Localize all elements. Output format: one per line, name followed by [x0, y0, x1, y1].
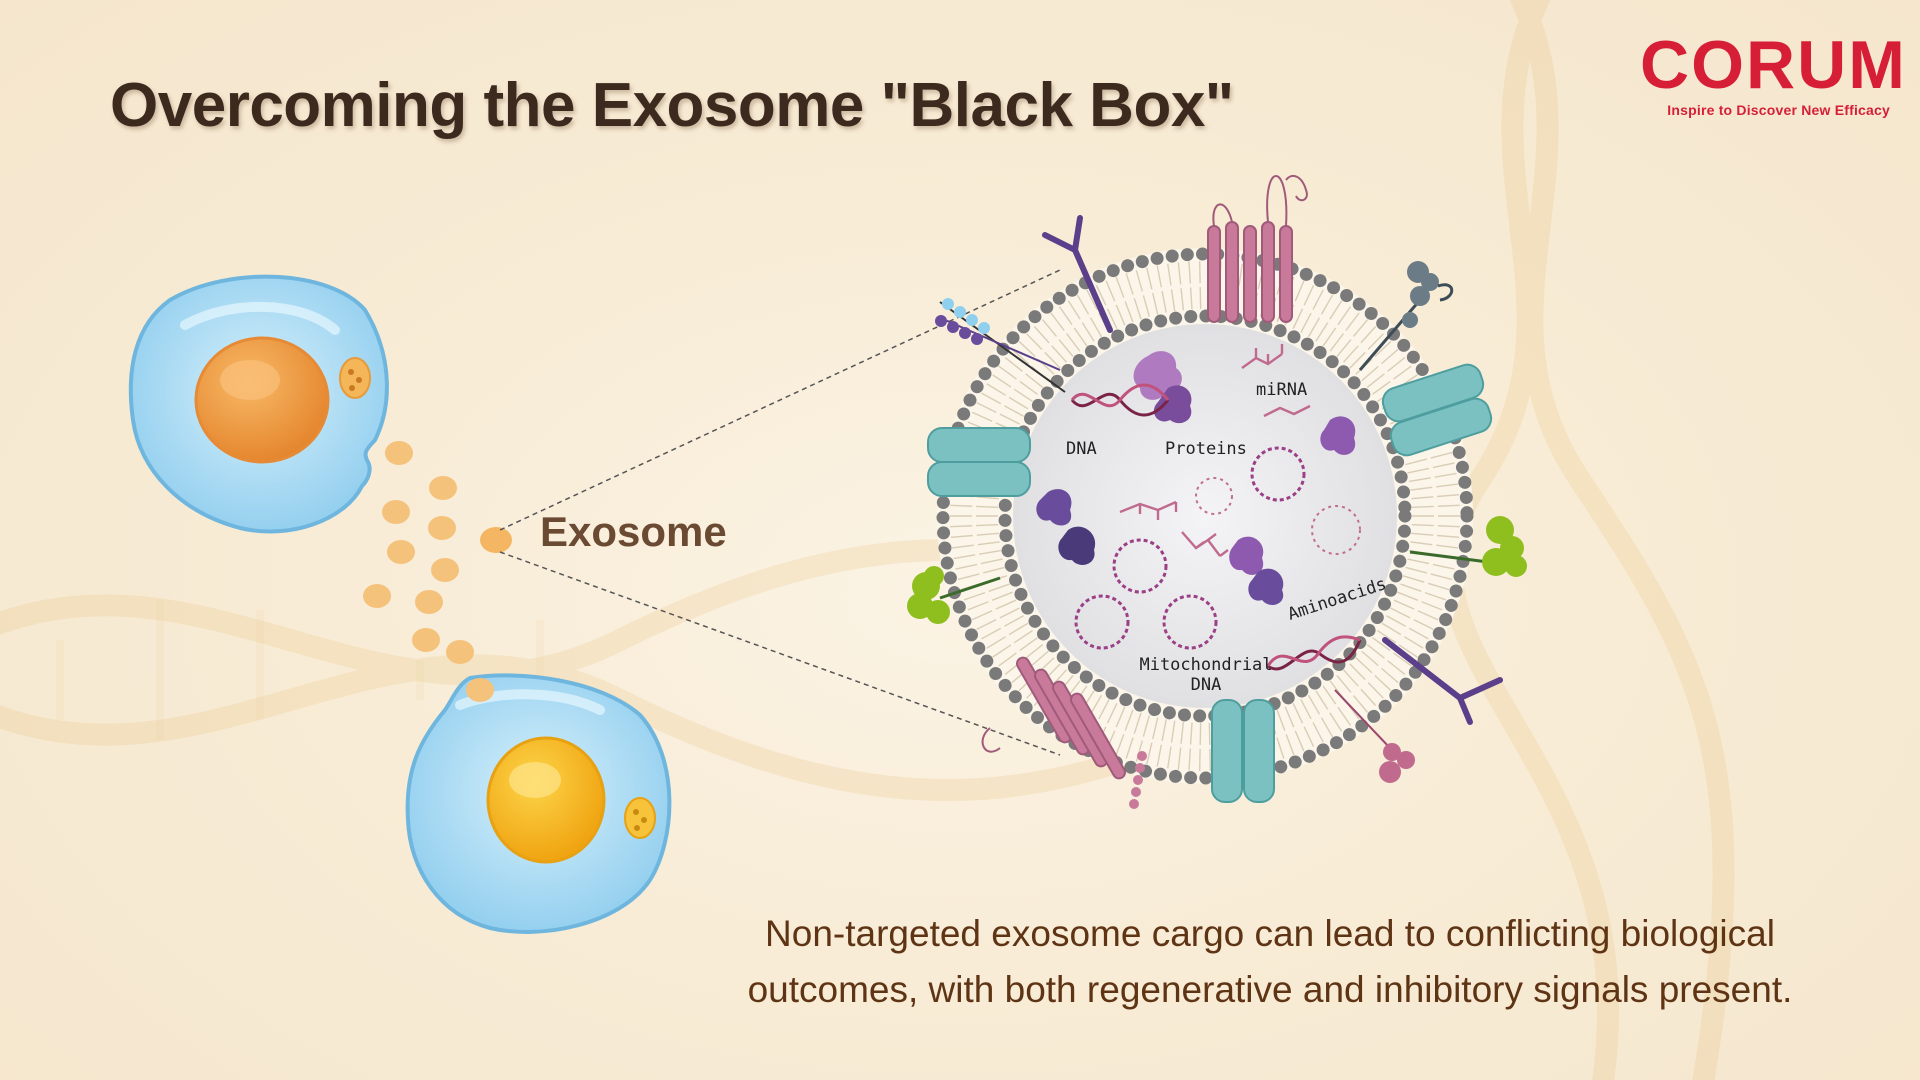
amino-acid-fragments — [1195, 477, 1361, 555]
mito-dna-helix — [1266, 635, 1362, 671]
label-mito-dna-line1: Mitochondrial — [1139, 655, 1272, 675]
recipient-cell — [405, 673, 672, 934]
label-mirna: miRNA — [1256, 380, 1307, 400]
dna-helix — [1070, 383, 1170, 417]
slide-caption: Non-targeted exosome cargo can lead to c… — [747, 913, 1793, 1010]
channel-bottom — [1211, 699, 1275, 803]
logo-wordmark: CORUM — [1640, 27, 1907, 103]
channel-left — [927, 427, 1031, 497]
label-dna: DNA — [1066, 439, 1097, 459]
antibody-receptor-bottom-right — [1382, 637, 1503, 725]
exosome-label: Exosome — [540, 508, 727, 555]
inner-membrane-heads — [998, 309, 1412, 723]
bead-chain-bottom-right — [1334, 689, 1415, 783]
circular-dna — [1074, 446, 1306, 650]
recipient-organelle — [624, 797, 656, 839]
multipass-receptor-top — [1207, 174, 1308, 323]
donor-nucleus — [194, 336, 330, 464]
lipid-chain-top-left — [935, 298, 1066, 393]
logo-tagline: Inspire to Discover New Efficacy — [1667, 102, 1890, 118]
brand-logo: CORUM Inspire to Discover New Efficacy — [1640, 27, 1907, 118]
protein-blobs — [1036, 351, 1356, 605]
outer-membrane-heads — [936, 247, 1474, 785]
exosome-zoom: DNA Proteins miRNA Aminoacids Mitochondr… — [907, 174, 1527, 809]
green-receptor-left — [907, 566, 1001, 624]
multipass-receptor-bottom-left — [981, 656, 1126, 780]
mirna-strands — [1119, 344, 1311, 557]
zoom-connector-lines — [499, 269, 1061, 756]
label-mito-dna-line2: DNA — [1191, 675, 1222, 695]
recipient-nucleus — [486, 736, 606, 864]
exosome-particles — [363, 441, 494, 702]
green-receptor-right — [1409, 516, 1527, 577]
exosome-lumen — [1013, 324, 1397, 708]
label-proteins: Proteins — [1165, 439, 1247, 459]
page-title: Overcoming the Exosome "Black Box" — [110, 71, 1234, 140]
gray-receptor-top-right — [1358, 261, 1454, 371]
antibody-receptor-top — [1042, 215, 1113, 333]
donor-organelle — [339, 357, 371, 399]
highlighted-exosome — [480, 527, 512, 553]
channel-right — [1381, 363, 1493, 457]
donor-cell — [128, 274, 389, 534]
bead-chain-bottom — [1129, 751, 1147, 809]
